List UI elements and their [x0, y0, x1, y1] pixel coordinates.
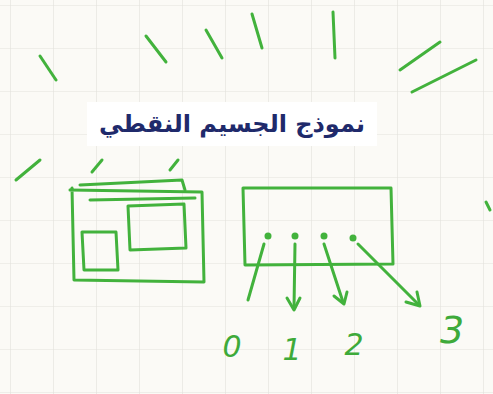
title-banner: نموذج الجسيم النقطي	[87, 102, 377, 146]
callout-number: 3	[440, 311, 464, 349]
emphasis-rays	[16, 12, 490, 210]
callout-number: 1	[282, 335, 301, 365]
framed-picture	[70, 180, 204, 282]
point-particles	[265, 233, 357, 242]
particle-box	[243, 188, 393, 265]
callout-number: 0	[222, 332, 241, 362]
leader-arrows	[248, 244, 420, 310]
callout-number: 2	[344, 330, 363, 360]
